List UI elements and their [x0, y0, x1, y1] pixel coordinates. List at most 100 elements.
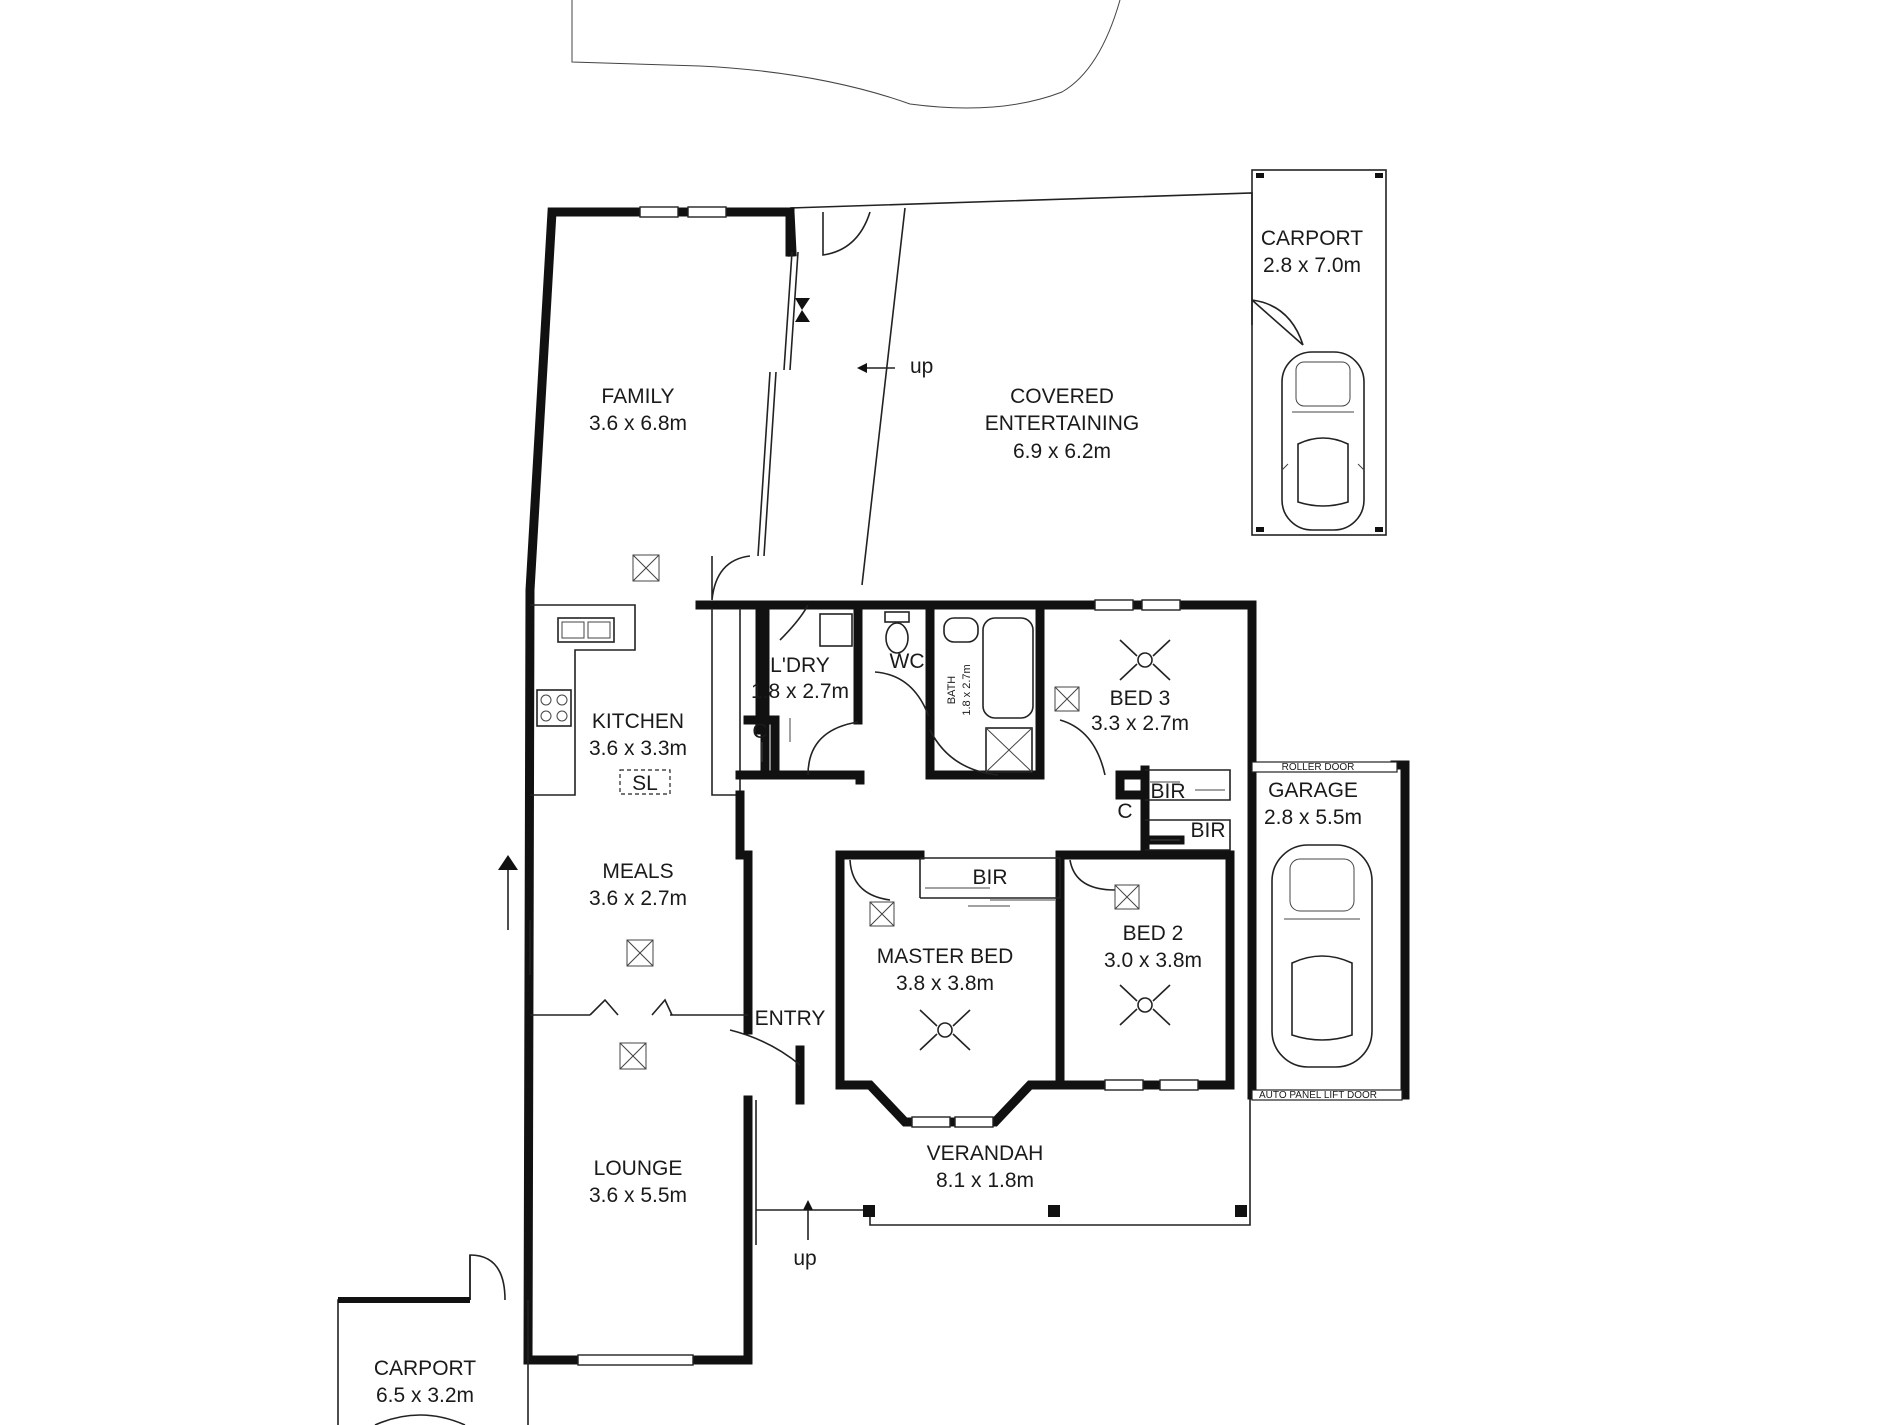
kitchen-label: KITCHEN [592, 710, 684, 733]
hall-walls [735, 770, 1185, 860]
bed2-bir-label: BIR [1190, 819, 1225, 842]
sl-label: SL [632, 772, 658, 795]
bed3-bir-label: BIR [1150, 780, 1185, 803]
family-size: 3.6 x 6.8m [589, 412, 687, 435]
lounge-size: 3.6 x 5.5m [589, 1184, 687, 1207]
trough-icon [819, 613, 853, 647]
entry-label: ENTRY [755, 1007, 826, 1030]
garage-label: GARAGE [1268, 779, 1358, 802]
bed3-windows [1094, 599, 1181, 611]
carport-bottom-door [469, 1254, 506, 1301]
bed3-label: BED 3 [1110, 687, 1171, 710]
family-sliding-door [757, 251, 799, 557]
verandah-size: 8.1 x 1.8m [936, 1169, 1034, 1192]
closet-arrow [761, 718, 791, 762]
carport-top-posts [1256, 173, 1383, 532]
car-icon [1281, 351, 1365, 531]
laundry-label: L'DRY [770, 654, 830, 677]
sliding-door-arrows [795, 298, 810, 322]
verandah-posts [863, 1205, 1247, 1217]
lounge-window [577, 1354, 694, 1366]
family-label: FAMILY [601, 385, 674, 408]
entry-walls [743, 850, 805, 1105]
roller-door-strip [1251, 761, 1398, 773]
auto-door-strip [1251, 1089, 1403, 1101]
bed2-size: 3.0 x 3.8m [1104, 949, 1202, 972]
front-windows [911, 1079, 1199, 1128]
up-label-top: up [910, 355, 933, 378]
cooktop-icon [536, 689, 572, 727]
up-arrow-top-head [857, 363, 867, 373]
bir-arrows [1150, 781, 1225, 856]
entry-door [729, 1029, 801, 1066]
carport-bottom-car [374, 1414, 466, 1425]
bifold-doors [589, 998, 673, 1016]
ceiling-fan-icon [1119, 639, 1171, 681]
back-door-swing [822, 211, 871, 256]
master-bir [919, 857, 1061, 899]
bed2-walls [1085, 850, 1235, 1090]
sink-icon [557, 617, 615, 643]
carport-top-label: CARPORT [1261, 227, 1363, 250]
master-bir-arrows [925, 887, 1055, 907]
bed3-door [1059, 719, 1106, 776]
bed3-size: 3.3 x 2.7m [1091, 712, 1189, 735]
kitchen-door-swing [711, 555, 751, 601]
master-walls [835, 850, 1095, 1090]
bath-fixtures [943, 617, 1034, 773]
meals-size: 3.6 x 2.7m [589, 887, 687, 910]
light-fittings [619, 554, 1140, 1070]
laundry-closet [743, 715, 780, 775]
laundry-door [779, 604, 859, 776]
hall-closet [1115, 765, 1150, 855]
master-bir-label: BIR [972, 866, 1007, 889]
carport-bottom-label: CARPORT [374, 1357, 476, 1380]
laundry-size: 1.8 x 2.7m [751, 680, 849, 703]
bed2-door [1069, 859, 1116, 891]
car-icon [1271, 844, 1373, 1068]
carport-door-swing [1251, 299, 1304, 346]
family-windows [639, 206, 727, 218]
up-label-bottom: up [793, 1247, 816, 1270]
bath-walls [925, 600, 1045, 780]
covered-entertaining-size: 6.9 x 6.2m [1013, 440, 1111, 463]
wc-label: WC [890, 650, 925, 673]
covered-entertaining-label-1: COVERED [1010, 385, 1114, 408]
bath-size: 1.8 x 2.7m [961, 664, 973, 715]
side-arrow [498, 855, 518, 870]
kitchen-size: 3.6 x 3.3m [589, 737, 687, 760]
verandah-label: VERANDAH [927, 1142, 1044, 1165]
bed3-bir [1145, 769, 1231, 801]
auto-door-label: AUTO PANEL LIFT DOOR [1259, 1090, 1377, 1101]
carport-bottom-size: 6.5 x 3.2m [376, 1384, 474, 1407]
yard-outline [571, 0, 1121, 109]
closet-c-label: C [752, 720, 767, 743]
lounge-label: LOUNGE [594, 1157, 683, 1180]
roller-door-label: ROLLER DOOR [1282, 762, 1355, 773]
carport-top-outline [1251, 169, 1387, 536]
master-door [849, 859, 891, 901]
meals-side-door [507, 860, 531, 975]
garage-walls [1247, 760, 1410, 1100]
sl-box [619, 769, 671, 795]
carport-top-size: 2.8 x 7.0m [1263, 254, 1361, 277]
bed2-bir [1145, 819, 1231, 851]
up-arrow-head [803, 1200, 813, 1210]
covered-entertaining-label-2: ENTERTAINING [985, 412, 1139, 435]
toilet-icon [884, 611, 910, 654]
ceiling-fan-icon [919, 1009, 971, 1051]
kitchen-benches [530, 604, 741, 796]
master-bed-size: 3.8 x 3.8m [896, 972, 994, 995]
ceiling-fan-icon [1119, 984, 1171, 1026]
bed2-label: BED 2 [1123, 922, 1184, 945]
wc-door [874, 671, 931, 721]
bath-label: BATH [946, 676, 958, 705]
garage-size: 2.8 x 5.5m [1264, 806, 1362, 829]
meals-label: MEALS [602, 860, 673, 883]
carport-bottom-wall [338, 1297, 470, 1303]
verandah-outline [756, 1090, 1251, 1226]
master-bed-label: MASTER BED [877, 945, 1014, 968]
bath-door [929, 729, 999, 776]
hall-c-label: C [1117, 800, 1132, 823]
